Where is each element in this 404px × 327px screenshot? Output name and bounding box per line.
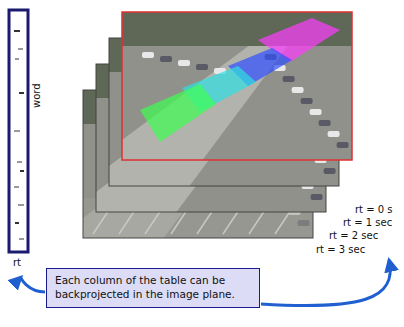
camera-frame <box>122 12 352 160</box>
frame-border <box>122 12 352 160</box>
car <box>337 142 349 148</box>
axis-label: rt <box>13 257 21 268</box>
car <box>178 60 190 66</box>
trajectory-regions <box>140 18 340 142</box>
curved-arrows <box>21 260 390 306</box>
table-outline <box>9 10 28 252</box>
table-mark <box>14 30 20 32</box>
axis-label: word <box>31 83 42 108</box>
time-label: rt = 3 sec <box>316 244 365 255</box>
time-label: rt = 1 sec <box>343 217 392 228</box>
car <box>301 98 313 104</box>
car <box>160 56 172 62</box>
table-mark <box>18 48 23 50</box>
table-mark <box>19 238 24 240</box>
table-mark <box>17 161 22 163</box>
car <box>311 194 323 200</box>
trajectory-region <box>140 84 216 142</box>
time-label: rt = 2 sec <box>329 230 378 241</box>
table-mark <box>20 170 24 172</box>
time-label: rt = 0 s <box>355 204 393 215</box>
table-column <box>9 10 28 252</box>
car <box>319 120 331 126</box>
table-mark <box>15 58 19 60</box>
table-mark <box>14 130 20 132</box>
callout-text: Each column of the table can be backproj… <box>55 274 251 301</box>
table-mark <box>19 92 24 94</box>
table-mark <box>18 204 24 206</box>
frame-ground <box>122 12 352 160</box>
curved-arrow <box>21 277 45 292</box>
car <box>283 76 295 82</box>
image-stack <box>83 12 352 238</box>
callout-box: Each column of the table can be backproj… <box>46 268 260 308</box>
car <box>142 52 154 58</box>
car <box>328 131 340 137</box>
car <box>196 64 208 70</box>
curved-arrow <box>261 260 390 306</box>
car <box>324 168 336 174</box>
table-mark <box>15 222 19 224</box>
car <box>292 87 304 93</box>
table-mark <box>14 186 19 188</box>
car <box>310 109 322 115</box>
